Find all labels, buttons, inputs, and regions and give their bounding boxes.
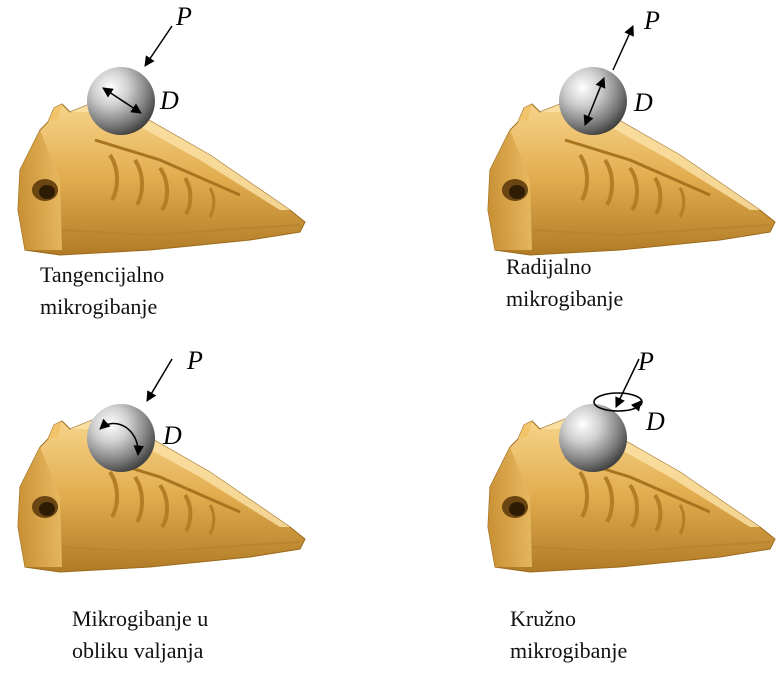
caption-line-1: Radijalno <box>506 251 623 283</box>
load-arrow <box>145 26 172 66</box>
caption-line-2: mikrogibanje <box>510 635 627 667</box>
caption-radial: Radijalno mikrogibanje <box>506 251 623 315</box>
ball <box>559 404 627 472</box>
load-label: P <box>644 8 660 34</box>
ball <box>87 67 155 135</box>
load-label: P <box>176 4 192 30</box>
diameter-label: D <box>163 423 182 449</box>
caption-rolling: Mikrogibanje u obliku valjanja <box>72 603 208 667</box>
diameter-label: D <box>646 409 665 435</box>
caption-line-2: obliku valjanja <box>72 635 208 667</box>
panel-tangential: P D Tangencijalno mikrogibanje <box>0 0 388 337</box>
caption-line-1: Kružno <box>510 603 627 635</box>
tooth-shape <box>18 100 305 255</box>
diameter-label: D <box>160 88 179 114</box>
panel-rolling: P D Mikrogibanje u obliku valjanja <box>0 337 388 674</box>
caption-circular: Kružno mikrogibanje <box>510 603 627 667</box>
load-label: P <box>638 349 654 375</box>
caption-tangential: Tangencijalno mikrogibanje <box>40 259 164 323</box>
diameter-label: D <box>634 90 653 116</box>
caption-line-1: Mikrogibanje u <box>72 603 208 635</box>
load-arrow <box>147 359 172 401</box>
tooth-shape <box>488 100 775 255</box>
panel-radial: P D Radijalno mikrogibanje <box>388 0 776 337</box>
tooth-shape <box>18 417 305 572</box>
load-label: P <box>187 348 203 374</box>
tooth-shape <box>488 417 775 572</box>
ball <box>559 67 627 135</box>
panel-circular: P D Kružno mikrogibanje <box>388 337 776 674</box>
ball <box>87 404 155 472</box>
load-arrow <box>613 26 633 70</box>
load-arrow <box>616 359 639 407</box>
caption-line-2: mikrogibanje <box>40 291 164 323</box>
caption-line-1: Tangencijalno <box>40 259 164 291</box>
caption-line-2: mikrogibanje <box>506 283 623 315</box>
